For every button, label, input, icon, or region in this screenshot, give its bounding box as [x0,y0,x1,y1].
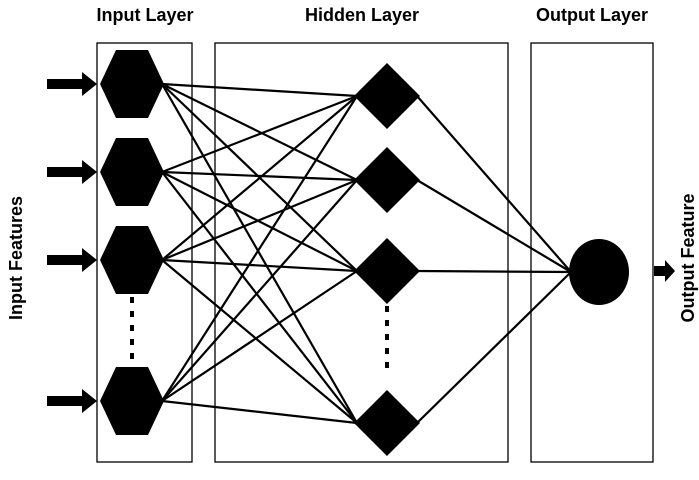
edge-hidden-4-output [416,271,572,424]
hidden-node-1 [354,63,420,129]
edge-hidden-3-output [416,269,572,274]
hidden-node-3 [354,238,420,304]
hidden-ellipsis-dot-1 [385,306,389,312]
input-ellipsis-dot-3 [130,325,134,331]
output-feature-label: Output Feature [678,194,698,323]
edge-input-1-hidden-4 [161,83,358,424]
edge-hidden-2-output [416,179,572,273]
edge-input-2-hidden-1 [161,94,358,174]
input-ellipsis-dot-1 [130,297,134,303]
edge-input-4-hidden-1 [161,95,358,402]
input-ellipsis-dot-2 [130,311,134,317]
ellipsis-dots [130,297,389,368]
hidden-nodes [354,63,420,456]
edge-input-3-hidden-1 [161,95,358,261]
output-node [569,239,629,305]
output-layer-title: Output Layer [536,5,648,25]
edge-hidden-1-output [416,95,572,273]
output-arrow [654,260,675,282]
input-ellipsis-dot-5 [130,353,134,359]
output-layer-box [530,42,654,463]
hidden-node-4 [354,390,420,456]
edge-input-1-hidden-2 [161,83,358,181]
hidden-ellipsis-dot-3 [385,334,389,340]
edge-input-3-hidden-4 [161,259,358,424]
input-node-1 [100,50,164,118]
edge-input-4-hidden-3 [161,270,358,402]
input-arrow-3 [47,248,97,272]
input-node-2 [100,138,164,206]
input-features-label: Input Features [6,196,26,320]
hidden-layer-title: Hidden Layer [305,5,419,25]
input-nodes [100,50,164,435]
edge-input-1-hidden-1 [161,82,358,98]
input-node-3 [100,226,164,294]
hidden-ellipsis-dot-4 [385,348,389,354]
edge-input-4-hidden-2 [161,179,358,402]
input-arrows [47,72,97,413]
edge-input-3-hidden-2 [161,178,358,262]
input-arrow-2 [47,160,97,184]
edge-input-2-hidden-2 [161,170,358,182]
input-ellipsis-dot-4 [130,339,134,345]
output-arrow-shape [654,260,675,282]
hidden-layer-box [214,42,509,463]
input-layer-box [96,42,193,463]
hidden-node-2 [354,147,420,213]
input-layer-title: Input Layer [96,5,193,25]
hidden-ellipsis-dot-2 [385,320,389,326]
input-arrow-4 [47,389,97,413]
input-node-4 [100,367,164,435]
edge-input-4-hidden-4 [161,399,358,425]
connections [161,82,572,425]
edge-input-3-hidden-3 [161,258,358,273]
input-arrow-1 [47,72,97,96]
hidden-ellipsis-dot-5 [385,362,389,368]
output-nodes [569,239,629,305]
edge-input-2-hidden-3 [161,171,358,272]
edge-input-2-hidden-4 [161,171,358,424]
